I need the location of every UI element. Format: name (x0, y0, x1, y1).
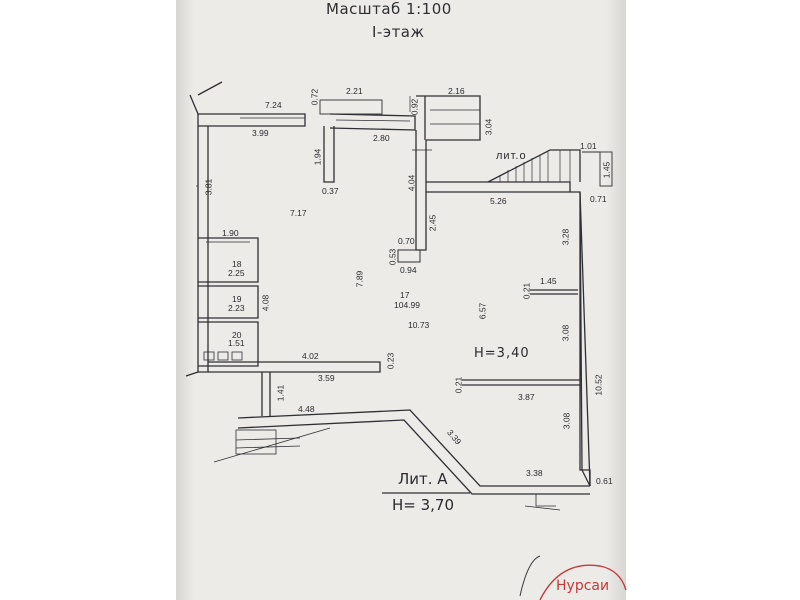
niche (397, 249, 421, 263)
dim: 3.28 (560, 228, 571, 246)
dim: 10.52 (593, 374, 604, 396)
dim: 0.61 (596, 476, 613, 486)
dim: 3.87 (518, 392, 535, 402)
room-19-number: 19 (232, 294, 242, 304)
porch-step (599, 151, 613, 187)
dim: 5.26 (490, 196, 507, 206)
dim: 3.08 (560, 324, 571, 342)
dim: 2.16 (448, 86, 465, 96)
room-19 (198, 285, 259, 319)
dim: 1.41 (275, 384, 286, 402)
room-17-number: 17 (400, 290, 410, 300)
room-18 (198, 237, 259, 283)
dim: 2.80 (373, 133, 390, 143)
dim: 1.90 (222, 228, 239, 238)
lit-a-label: Лит. А (398, 470, 448, 488)
ne-block (416, 95, 481, 141)
inner-wall-vertical (415, 130, 427, 251)
height-inner-label: Н=3,40 (474, 346, 530, 361)
window-top-2 (319, 99, 383, 115)
column (323, 126, 335, 183)
dim: 3.04 (483, 118, 494, 136)
dim: 0.53 (387, 248, 398, 266)
lower-wall (208, 361, 381, 373)
dim: 6.57 (477, 302, 488, 320)
paper-shadow-left (176, 0, 194, 600)
room-20 (198, 321, 259, 367)
height-outer-label: Н= 3,70 (392, 496, 455, 514)
lit-o-label: лит.о (496, 150, 527, 162)
dim: 3.81 (203, 178, 214, 196)
dim: 4.04 (406, 174, 417, 192)
stamp-text: Нурсаи (556, 578, 610, 594)
dim: 0.21 (521, 282, 532, 300)
entrance-steps (235, 429, 277, 455)
dim: 2.21 (346, 86, 363, 96)
room-18-number: 18 (232, 259, 242, 269)
dim: 4.08 (260, 294, 271, 312)
dim: 7.89 (354, 270, 365, 288)
dim: 0.37 (322, 186, 339, 196)
dim: 1.94 (312, 148, 323, 166)
dim: 1.45 (540, 276, 557, 286)
top-wall (198, 113, 306, 127)
dim: 1.01 (580, 141, 597, 151)
dim: 7.24 (265, 100, 282, 110)
right-wall (570, 191, 591, 487)
dim: 3.38 (526, 468, 543, 478)
room-20-number: 20 (232, 330, 242, 340)
stair-lit-o (487, 149, 581, 183)
dim: 2.45 (427, 214, 438, 232)
dim: 0.21 (453, 376, 464, 394)
dim: 0.23 (385, 352, 396, 370)
bottom-diagonal-wall (237, 409, 590, 487)
dim: 3.99 (252, 128, 269, 138)
room-20-area: 1.51 (228, 338, 245, 348)
scale-title: Масштаб 1:100 (326, 0, 452, 18)
room-19-area: 2.23 (228, 303, 245, 313)
stamp (519, 555, 627, 600)
room-17-area: 104.99 (394, 300, 420, 310)
dim: 4.02 (302, 351, 319, 361)
dim: 0.94 (400, 265, 417, 275)
right-upper-wall (426, 181, 571, 193)
paper-sheet (176, 0, 626, 600)
dim: 3.08 (561, 412, 572, 430)
floor-title: I-этаж (372, 23, 425, 41)
dim: 1.45 (601, 161, 612, 179)
paper-shadow-right (606, 0, 626, 600)
left-wall (197, 114, 209, 373)
dim: 0.71 (590, 194, 607, 204)
left-wall-tick (197, 81, 223, 96)
dim: 0.72 (309, 88, 320, 106)
top-wall-2 (329, 113, 416, 131)
dim: 3.59 (318, 373, 335, 383)
room-18-area: 2.25 (228, 268, 245, 278)
dim: 7.17 (290, 208, 307, 218)
dim: 0.92 (409, 98, 420, 116)
dim: 0.70 (398, 236, 415, 246)
dim: 10.73 (408, 320, 430, 330)
dim: 4.48 (298, 404, 315, 414)
